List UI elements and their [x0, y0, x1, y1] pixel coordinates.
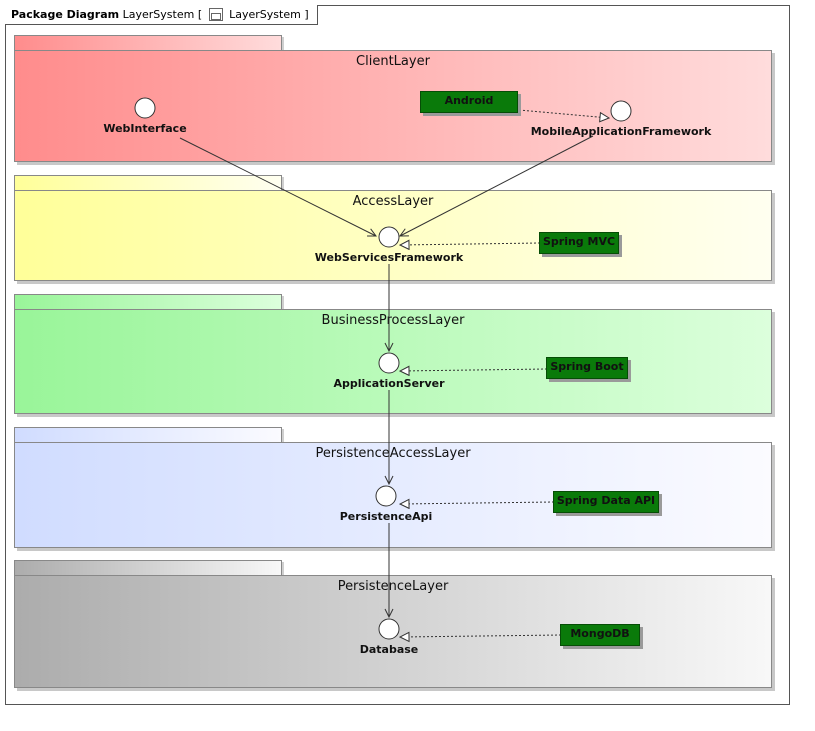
realization-android[interactable]	[518, 109, 609, 118]
diagram-name: LayerSystem	[122, 8, 195, 21]
realization-mongodb[interactable]	[400, 635, 562, 637]
app-server-circle[interactable]	[378, 352, 400, 374]
access-layer-name: AccessLayer	[352, 194, 434, 209]
access-layer-tab[interactable]	[14, 175, 282, 191]
tech-mongodb[interactable]: MongoDB	[560, 624, 640, 646]
client-layer-tab[interactable]	[14, 35, 282, 51]
ref-open: [	[197, 8, 203, 21]
web-interface-label: WebInterface	[103, 122, 187, 135]
ref-close: ]	[304, 8, 309, 21]
usage-web-to-services[interactable]	[179, 137, 376, 236]
realization-spring-mvc[interactable]	[400, 243, 541, 245]
usage-mobile-to-services[interactable]	[400, 135, 594, 236]
app-server-label: ApplicationServer	[333, 377, 445, 390]
business-layer-tab[interactable]	[14, 294, 282, 310]
database-circle[interactable]	[378, 618, 400, 640]
persistence-layer-name: PersistenceLayer	[337, 579, 449, 594]
client-layer-name: ClientLayer	[356, 54, 430, 69]
business-layer-name: BusinessProcessLayer	[321, 313, 465, 328]
web-interface-circle[interactable]	[134, 97, 156, 119]
tech-spring-data[interactable]: Spring Data API	[553, 491, 659, 513]
tech-spring-mvc[interactable]: Spring MVC	[539, 232, 619, 254]
web-services-circle[interactable]	[378, 226, 400, 248]
realization-spring-data[interactable]	[400, 502, 555, 504]
package-icon	[208, 7, 223, 21]
diagram-kind: Package Diagram	[11, 8, 120, 21]
client-layer[interactable]: ClientLayer	[14, 50, 772, 162]
mobile-framework-label: MobileApplicationFramework	[530, 125, 712, 138]
mobile-framework-circle[interactable]	[610, 100, 632, 122]
ref-name: LayerSystem	[229, 8, 301, 21]
diagram-title: Package Diagram LayerSystem [ LayerSyste…	[5, 5, 318, 25]
tech-spring-boot[interactable]: Spring Boot	[546, 357, 628, 379]
persistence-api-circle[interactable]	[375, 485, 397, 507]
realization-spring-boot[interactable]	[400, 369, 548, 371]
persistence-access-layer-name: PersistenceAccessLayer	[315, 446, 471, 461]
persistence-access-layer-tab[interactable]	[14, 427, 282, 443]
persistence-layer-tab[interactable]	[14, 560, 282, 576]
web-services-label: WebServicesFramework	[314, 251, 464, 264]
tech-android[interactable]: Android	[420, 91, 518, 113]
persistence-api-label: PersistenceApi	[339, 510, 433, 523]
database-label: Database	[359, 643, 419, 656]
